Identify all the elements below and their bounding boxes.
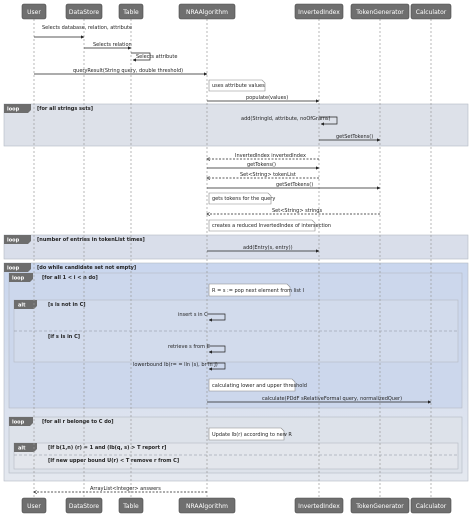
note-creates-reduced-index: creates a reduced InvertedIndex of inter…	[208, 219, 331, 232]
svg-text:User: User	[27, 503, 41, 510]
svg-text:Table: Table	[122, 503, 139, 510]
message-insert-s-in-c: insert s in C	[178, 312, 226, 322]
fragment-guard: [If b(1,n) (r) = 1 and (lb(q, s) > T rep…	[48, 445, 166, 451]
svg-text:InvertedIndex: InvertedIndex	[298, 503, 340, 510]
fragment-guard: [s is not in C]	[48, 302, 86, 308]
svg-text:Update lb(r) according to new: Update lb(r) according to new R	[212, 432, 292, 438]
svg-text:Set<String> tokenList: Set<String> tokenList	[240, 172, 296, 178]
fragment-guard: [for all r belonge to C do]	[42, 419, 114, 425]
fragment-tag: alt	[18, 303, 26, 309]
participant-user-bottom: User	[21, 497, 47, 514]
svg-text:Selects attribute: Selects attribute	[136, 54, 177, 60]
svg-text:NRAAlgorithm: NRAAlgorithm	[186, 9, 228, 16]
svg-text:InvertedIndex: InvertedIndex	[298, 9, 340, 16]
message-add-string-id: add(StringId, attribute, noOfGrams)	[241, 116, 338, 126]
svg-text:Calculator: Calculator	[416, 503, 447, 510]
participant-tokengenerator-bottom: TokenGenerator	[350, 497, 410, 514]
svg-text:queryResult(String query, doub: queryResult(String query, double thresho…	[73, 68, 183, 74]
message-strings-return: Set<String> strings	[207, 208, 380, 214]
participant-nraalgorithm-bottom: NRAAlgorithm	[178, 497, 236, 514]
participant-invertedindex-bottom: InvertedIndex	[294, 497, 344, 514]
fragment-tag: loop	[7, 238, 20, 244]
message-inverted-index-return: InvertedIndex invertedIndex	[207, 153, 319, 159]
participant-tokengenerator-top: TokenGenerator	[350, 3, 410, 20]
svg-text:DataStore: DataStore	[69, 9, 99, 16]
message-query-result: queryResult(String query, double thresho…	[34, 68, 208, 76]
fragment-tag: loop	[7, 266, 20, 272]
fragment-number-of-entries: loop [number of entries in tokenList tim…	[3, 234, 469, 260]
svg-text:getSetTokens(): getSetTokens()	[276, 182, 313, 188]
participant-invertedindex-top: InvertedIndex	[294, 3, 344, 20]
fragment-guard: [for all 1 < i < n do]	[42, 275, 98, 281]
svg-text:User: User	[27, 9, 41, 16]
participant-calculator-bottom: Calculator	[410, 497, 452, 514]
svg-text:InvertedIndex invertedIndex: InvertedIndex invertedIndex	[235, 153, 306, 159]
fragment-tag: alt	[18, 446, 26, 452]
note-update-lb: Update lb(r) according to new R	[208, 427, 292, 441]
fragment-guard: [for all strings sets]	[37, 106, 93, 112]
fragment-guard-else: [if s is in C]	[48, 334, 80, 340]
svg-text:calculate(PDdF sRelativeFormal: calculate(PDdF sRelativeFormal query, no…	[262, 396, 402, 402]
note-calculating-thresholds: calculating lower and upper threshold	[208, 378, 307, 392]
fragment-guard: [number of entries in tokenList times]	[37, 237, 145, 243]
svg-text:insert s in C: insert s in C	[178, 312, 208, 318]
fragment-guard: [do while candidate set not empty]	[37, 265, 136, 271]
participant-datastore-bottom: DataStore	[65, 497, 103, 514]
participant-table-bottom: Table	[118, 497, 144, 514]
message-get-set-tokens-2: getSetTokens()	[207, 182, 381, 190]
svg-text:getSetTokens(): getSetTokens()	[336, 134, 373, 140]
svg-text:ArrayList<Integer> answers: ArrayList<Integer> answers	[90, 486, 161, 492]
svg-text:uses attribute values: uses attribute values	[212, 83, 265, 89]
participant-calculator-top: Calculator	[410, 3, 452, 20]
message-selects-database: Selects database, relation, attribute	[34, 25, 132, 39]
fragment-tag: loop	[7, 107, 20, 113]
message-answers-return: ArrayList<Integer> answers	[34, 486, 207, 492]
message-add-entry: add(Entry(s, entry))	[207, 245, 320, 253]
fragment-alt-report-remove: alt [If b(1,n) (r) = 1 and (lb(q, s) > T…	[13, 442, 459, 470]
message-get-set-tokens-1: getSetTokens()	[319, 134, 381, 142]
svg-text:creates a reduced InvertedInde: creates a reduced InvertedIndex of inter…	[212, 223, 331, 229]
svg-text:Set<String> strings: Set<String> strings	[272, 208, 322, 214]
svg-text:lowerbound lb(r= = lln (s), br: lowerbound lb(r= = lln (s), br in J)	[133, 362, 218, 368]
svg-text:calculating lower and upper th: calculating lower and upper threshold	[212, 383, 307, 389]
fragment-for-all-strings-sets: loop [for all strings sets]	[3, 103, 469, 147]
participant-nraalgorithm-top: NRAAlgorithm	[178, 3, 236, 20]
fragment-guard-else: [If new upper bound U(r) < T remove r fr…	[48, 458, 179, 464]
svg-text:add(StringId, attribute, noOfG: add(StringId, attribute, noOfGrams)	[241, 116, 330, 122]
message-calculate: calculate(PDdF sRelativeFormal query, no…	[207, 396, 432, 404]
svg-text:add(Entry(s, entry)): add(Entry(s, entry))	[243, 245, 293, 251]
svg-text:Table: Table	[122, 9, 139, 16]
note-pop-next-element: R = s := pop next element from list I	[208, 283, 304, 297]
message-retrieve-s-from-c: retrieve s from C	[168, 344, 226, 354]
message-selects-attribute: Selects attribute	[131, 52, 177, 62]
participant-user-top: User	[21, 3, 47, 20]
message-populate: populate(values)	[207, 95, 320, 103]
svg-text:Selects relation: Selects relation	[93, 42, 132, 48]
svg-text:gets tokens for the query: gets tokens for the query	[212, 196, 275, 202]
svg-text:Calculator: Calculator	[416, 9, 447, 16]
svg-text:DataStore: DataStore	[69, 503, 99, 510]
svg-text:TokenGenerator: TokenGenerator	[355, 9, 404, 16]
svg-text:TokenGenerator: TokenGenerator	[355, 503, 404, 510]
fragment-tag: loop	[12, 276, 25, 282]
message-get-tokens: getTokens()	[207, 162, 320, 170]
svg-text:R = s := pop next element from: R = s := pop next element from list I	[212, 288, 304, 294]
message-lowerbound: lowerbound lb(r= = lln (s), br in J)	[133, 362, 226, 371]
participant-datastore-top: DataStore	[65, 3, 103, 20]
note-uses-attribute-values: uses attribute values	[208, 79, 266, 92]
fragment-alt-s-in-c: alt [s is not in C] [if s is in C]	[13, 299, 459, 363]
svg-text:getTokens(): getTokens()	[247, 162, 276, 168]
svg-text:Selects database, relation, at: Selects database, relation, attribute	[42, 25, 132, 31]
svg-text:populate(values): populate(values)	[246, 95, 288, 101]
fragment-tag: loop	[12, 420, 25, 426]
svg-text:retrieve s from C: retrieve s from C	[168, 344, 211, 350]
message-selects-relation: Selects relation	[84, 42, 132, 50]
svg-text:NRAAlgorithm: NRAAlgorithm	[186, 503, 228, 510]
message-token-list-return: Set<String> tokenList	[207, 172, 319, 178]
participant-table-top: Table	[118, 3, 144, 20]
note-gets-tokens: gets tokens for the query	[208, 192, 275, 205]
